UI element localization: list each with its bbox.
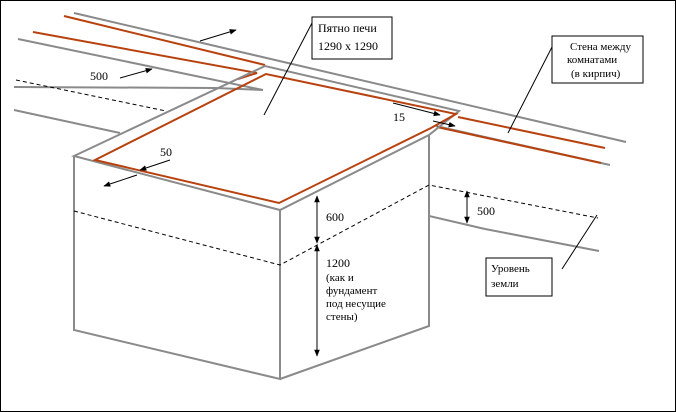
note-line1: (как и xyxy=(326,272,354,284)
ground-label-line1: Уровень xyxy=(491,263,530,275)
dim-above-ground: 600 xyxy=(326,210,344,224)
edge-offset-arrow-right xyxy=(139,159,171,171)
note-line3: под несущие xyxy=(326,298,386,310)
upper-brick-lines xyxy=(32,15,606,164)
wall-between-rooms-label: Стена между комнатами (в кирпич) xyxy=(551,35,644,84)
note-line4: стены) xyxy=(326,311,358,323)
stove-footprint-outline xyxy=(92,72,459,205)
stove-label-leader xyxy=(263,22,313,116)
gap-arrow-bottom xyxy=(432,120,456,128)
dim-wall-width: 500 xyxy=(90,69,108,83)
foundation-note: (как и фундамент под несущие стены) xyxy=(326,272,386,323)
ground-level-leader xyxy=(561,214,598,270)
wall-width-leader xyxy=(119,68,153,79)
gap-arrow-top xyxy=(392,102,441,117)
wall-label-leader xyxy=(507,46,553,134)
dim-edge-offset: 50 xyxy=(160,145,172,159)
ground-label-line2: земли xyxy=(491,278,519,290)
upper-dashed-line xyxy=(15,79,167,112)
dim-gap: 15 xyxy=(393,110,405,124)
stove-label-line1: Пятно печи xyxy=(318,21,377,35)
edge-offset-arrow-left xyxy=(103,174,138,187)
wall-leader-arrow xyxy=(199,29,237,42)
wall-label-line2: комнатами xyxy=(567,54,617,66)
ground-level-label: Уровень земли xyxy=(485,257,553,297)
stove-label-line2: 1290 х 1290 xyxy=(318,39,378,53)
note-line2: фундамент xyxy=(326,285,377,297)
ground-dashed-lines xyxy=(73,184,599,266)
dim-depth: 1200 xyxy=(326,256,350,270)
dim-ground-depth: 500 xyxy=(477,204,495,218)
stove-footprint-label: Пятно печи 1290 х 1290 xyxy=(311,16,393,60)
wall-label-line3: (в кирпич) xyxy=(571,68,621,80)
wall-label-line1: Стена между xyxy=(570,41,631,53)
